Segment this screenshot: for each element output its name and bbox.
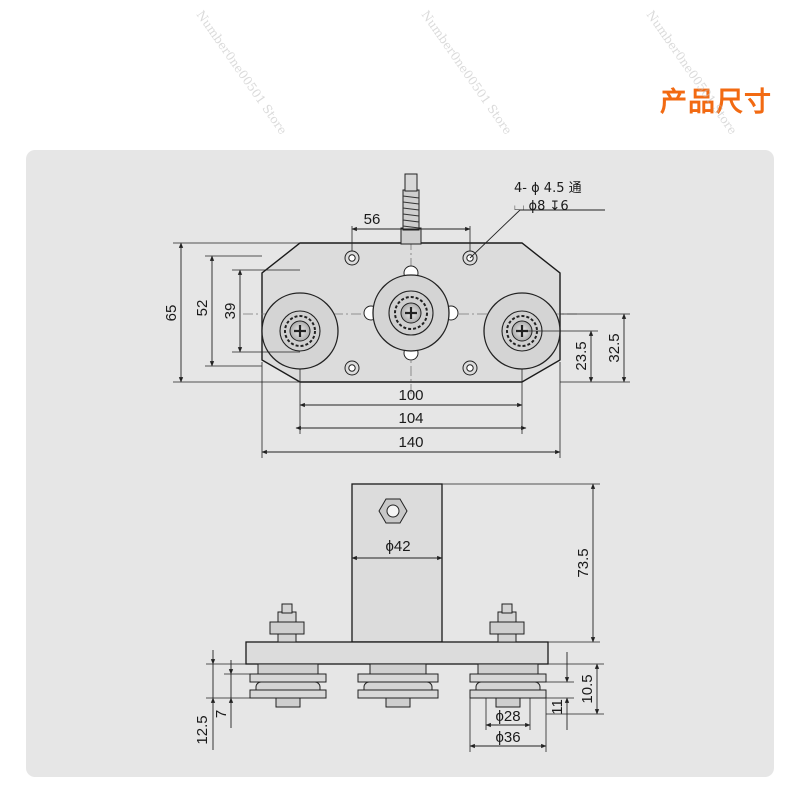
side-view: ϕ42 [194,483,604,752]
page-title: 产品尺寸 [660,87,772,118]
dim-140: 140 [398,434,423,451]
dim-12-5: 12.5 [194,715,211,744]
dim-height-52: 52 [194,300,211,317]
dim-104: 104 [398,410,423,427]
left-wheel [249,663,327,708]
right-bolt [489,603,525,643]
dim-7: 7 [213,710,230,718]
dim-wheel-36: ϕ36 [495,729,520,746]
dim-hole-spacing: 56 [364,211,381,228]
hole-note-line1: 4- ϕ 4.5 通 [514,181,582,196]
right-wheel [469,663,547,708]
dim-23-5: 23.5 [573,341,590,370]
top-view: 4- ϕ 4.5 通 ⌴ ϕ8 ↧6 56 65 52 39 23.5 32.5… [163,173,630,458]
base-plate [245,641,549,665]
dim-73-5: 73.5 [575,548,592,577]
dim-height-65: 65 [163,305,180,322]
dim-10-5: 10.5 [579,674,596,703]
dim-post-dia: ϕ42 [385,538,410,555]
center-wheel [357,663,439,708]
adjusting-stud [400,173,422,245]
hole-note-line2: ⌴ ϕ8 ↧6 [514,199,569,214]
post-nut [378,498,408,524]
center-roller [363,265,459,361]
dim-100: 100 [398,387,423,404]
left-roller [261,292,339,370]
left-bolt [269,603,305,643]
dim-height-39: 39 [222,303,239,320]
dim-wheel-28: ϕ28 [495,708,520,725]
dim-11: 11 [549,699,566,715]
dim-32-5: 32.5 [606,333,623,362]
